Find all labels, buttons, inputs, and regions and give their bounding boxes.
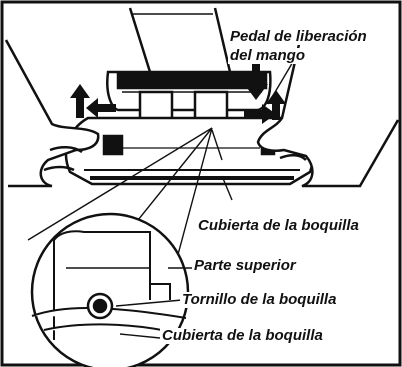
vacuum-handle: [128, 7, 232, 73]
label-release-pedal-line2: del mango: [228, 47, 308, 64]
right-arrows: [244, 62, 286, 124]
label-nozzle-screw: Tornillo de la boquilla: [180, 291, 339, 308]
right-hand: [256, 39, 400, 188]
vacuum-body: [106, 70, 272, 130]
label-release-pedal-line1: Pedal de liberación: [228, 28, 369, 45]
detail-leaders: [115, 175, 233, 339]
left-arrows: [70, 84, 116, 118]
label-nozzle-cover-top: Cubierta de la boquilla: [196, 217, 361, 234]
left-hand: [4, 39, 100, 188]
zoom-detail: [30, 212, 190, 367]
label-nozzle-cover-bottom: Cubierta de la boquilla: [160, 327, 325, 344]
label-top-part: Parte superior: [192, 257, 298, 274]
